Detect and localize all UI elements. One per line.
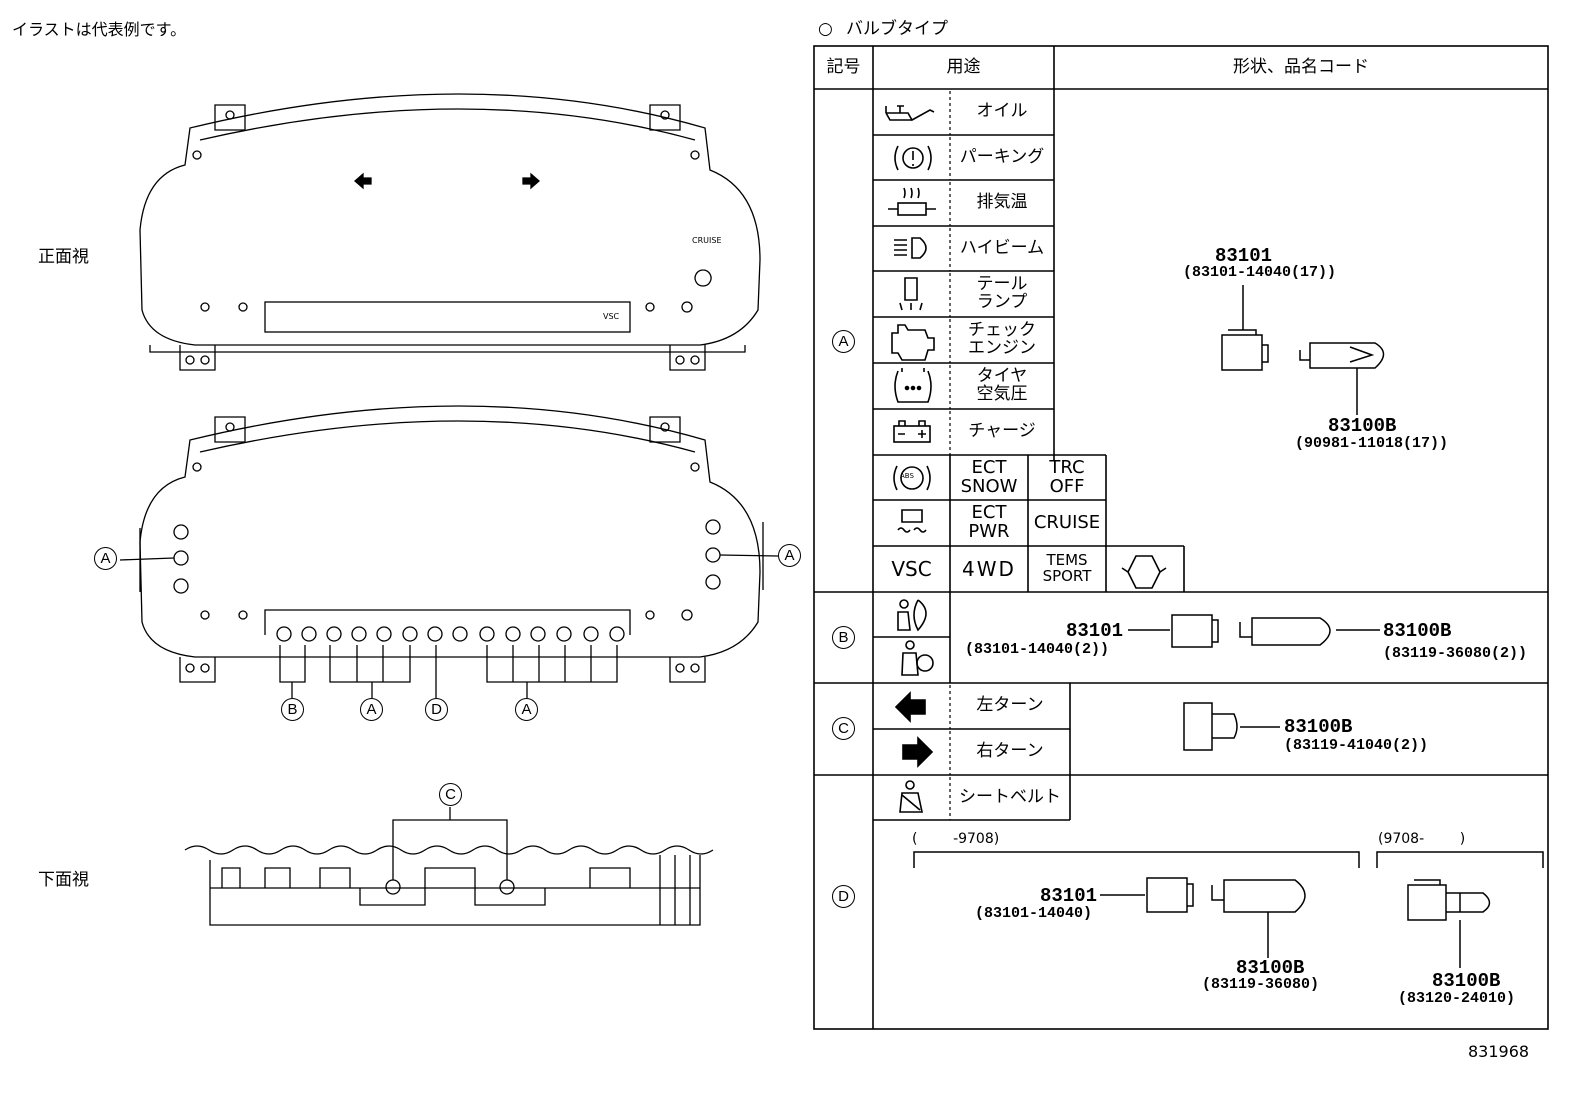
slip-icon bbox=[880, 503, 944, 543]
right-turn-icon bbox=[900, 735, 936, 769]
illustration-note: イラストは代表例です。 bbox=[12, 20, 187, 39]
b-bulb-pn: 83100B bbox=[1383, 620, 1452, 642]
check-engine-icon bbox=[880, 321, 944, 359]
airbag-icon bbox=[890, 640, 934, 680]
usage-cruise: CRUISE bbox=[1033, 511, 1101, 533]
bottom-view-label: 下面視 bbox=[38, 870, 89, 890]
usage-tems-sport: TEMS SPORT bbox=[1042, 551, 1092, 585]
usage-oil: オイル bbox=[976, 101, 1028, 122]
seatbelt-airbag-icon bbox=[890, 596, 934, 634]
callout-b: B bbox=[281, 698, 304, 721]
callout-a-left: A bbox=[94, 547, 117, 570]
b-socket-code: (83101-14040(2)) bbox=[965, 641, 1110, 658]
header-usage: 用途 bbox=[946, 56, 981, 77]
door-ajar-icon bbox=[1106, 546, 1184, 592]
seatbelt-icon bbox=[895, 778, 929, 816]
a-bulb-pn: 83100B bbox=[1328, 415, 1397, 437]
group-b-label: B bbox=[832, 626, 855, 649]
d-bulb-left-pn: 83100B bbox=[1236, 957, 1305, 979]
usage-seatbelt: シートベルト bbox=[959, 786, 1061, 807]
usage-charge: チャージ bbox=[968, 421, 1036, 442]
bulb-drawings bbox=[913, 285, 1544, 968]
b-bulb-code: (83119-36080(2)) bbox=[1383, 645, 1528, 662]
front-cruise-mark: CRUISE bbox=[692, 236, 722, 245]
parking-brake-icon bbox=[880, 139, 944, 177]
d-range-left: ( -9708) bbox=[912, 831, 1000, 847]
a-socket-pn: 83101 bbox=[1215, 245, 1273, 267]
usage-parking: パーキング bbox=[959, 146, 1045, 167]
d-socket-pn: 83101 bbox=[1040, 885, 1098, 907]
usage-check-engine: チェック エンジン bbox=[968, 320, 1036, 358]
usage-trc-off: TRC OFF bbox=[1049, 456, 1085, 497]
usage-tire-pressure: タイヤ 空気圧 bbox=[976, 366, 1028, 404]
group-d-label: D bbox=[832, 885, 855, 908]
d-bulb-right-pn: 83100B bbox=[1432, 970, 1501, 992]
d-socket-code: (83101-14040) bbox=[975, 905, 1093, 922]
exhaust-temp-icon bbox=[880, 184, 944, 222]
tail-lamp-icon bbox=[880, 275, 944, 313]
usage-exhaust-temp: 排気温 bbox=[976, 192, 1028, 213]
usage-4wd: 4WD bbox=[962, 556, 1016, 581]
front-view-cluster bbox=[139, 93, 761, 371]
b-socket-pn: 83101 bbox=[1066, 620, 1124, 642]
table-title: バルブタイプ bbox=[846, 19, 948, 39]
group-a-label: A bbox=[832, 330, 855, 353]
header-shape: 形状、品名コード bbox=[1233, 56, 1369, 77]
figure-number: 831968 bbox=[1468, 1042, 1530, 1061]
oil-icon bbox=[880, 93, 944, 131]
callout-c: C bbox=[439, 783, 462, 806]
callout-a-bottom-2: A bbox=[515, 698, 538, 721]
c-bulb-code: (83119-41040(2)) bbox=[1284, 737, 1429, 754]
usage-right-turn: 右ターン bbox=[976, 741, 1044, 762]
callout-d: D bbox=[425, 698, 448, 721]
group-c-label: C bbox=[832, 717, 855, 740]
table-icons bbox=[885, 105, 1167, 813]
rear-view-cluster bbox=[119, 405, 779, 698]
high-beam-icon bbox=[880, 230, 944, 268]
a-bulb-code: (90981-11018(17)) bbox=[1295, 435, 1449, 452]
d-bulb-right-code: (83120-24010) bbox=[1398, 990, 1516, 1007]
usage-high-beam: ハイビーム bbox=[959, 237, 1045, 258]
front-vsc-mark: VSC bbox=[603, 312, 620, 321]
bulb-table-grid bbox=[813, 45, 1549, 1030]
front-view-label: 正面視 bbox=[38, 247, 89, 267]
bottom-view-cluster bbox=[184, 807, 714, 926]
a-socket-code: (83101-14040(17)) bbox=[1183, 264, 1337, 281]
usage-left-turn: 左ターン bbox=[976, 695, 1044, 716]
tire-pressure-icon bbox=[880, 367, 944, 405]
c-bulb-pn: 83100B bbox=[1284, 716, 1353, 738]
left-turn-icon bbox=[893, 690, 929, 724]
usage-vsc: VSC bbox=[891, 556, 932, 581]
charge-icon bbox=[880, 413, 944, 451]
callout-a-right: A bbox=[778, 544, 801, 567]
d-bulb-left-code: (83119-36080) bbox=[1202, 976, 1320, 993]
usage-ect-pwr: ECT PWR bbox=[968, 502, 1010, 542]
header-symbol: 記号 bbox=[826, 56, 861, 77]
callout-a-bottom-1: A bbox=[360, 698, 383, 721]
usage-tail-lamp: テール ランプ bbox=[976, 274, 1028, 312]
d-range-right: (9708- ) bbox=[1378, 831, 1466, 847]
abs-icon: ABS bbox=[900, 472, 914, 480]
usage-ect-snow: ECT SNOW bbox=[960, 456, 1018, 497]
table-title-marker: ○ bbox=[818, 19, 833, 39]
